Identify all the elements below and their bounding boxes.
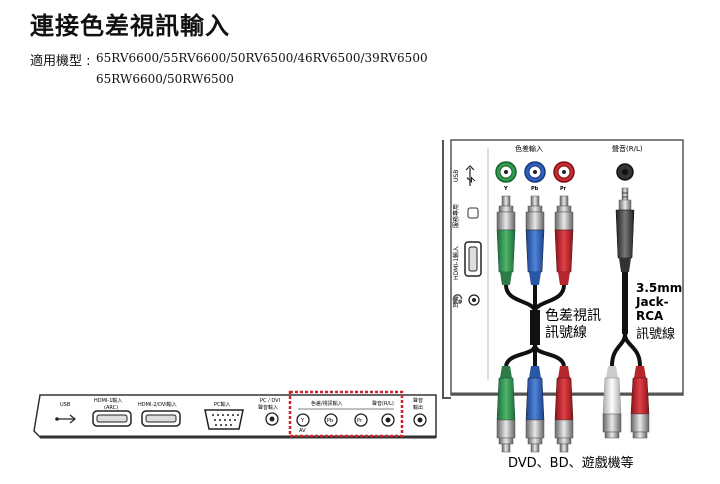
bottom-jack-pb — [324, 413, 338, 427]
component-input-label: 色差輸入 — [515, 144, 543, 153]
bottom-panel: USB HDMI-1輸入 (ARC) HDMI-2/DVI輸入 PC輸入 PC — [33, 390, 437, 439]
bottom-audio-label: 聲音(R/L) — [372, 400, 394, 407]
bottom-pb-letter: Pb — [327, 418, 333, 424]
component-cable-label-1: 色差視訊 — [545, 307, 601, 324]
bottom-hdmi2-label: HDMI-2/DVI輸入 — [138, 401, 177, 408]
side-hdmi-port — [464, 241, 482, 277]
bottom-hdmi1-port — [92, 410, 132, 427]
jack-pb-blue — [524, 161, 546, 183]
jack-y-green — [495, 161, 517, 183]
bottom-y-letter: Y — [300, 418, 305, 424]
component-cable-label-2: 訊號線 — [545, 325, 587, 341]
bottom-audio-out-label-2: 輸出 — [413, 404, 423, 411]
label-pr: Pr — [560, 186, 567, 192]
audio-input-label: 聲音(R/L) — [612, 144, 643, 153]
side-headphone-label: 耳機 — [452, 296, 460, 308]
bottom-hdmi1-arc-label: (ARC) — [104, 405, 118, 411]
label-y: Y — [503, 186, 508, 192]
bottom-pr-letter: Pr — [357, 418, 363, 424]
audio-35mm-jack — [616, 163, 634, 181]
bottom-pcdvi-audio-jack — [265, 412, 279, 426]
bottom-hdmi2-port — [141, 410, 181, 427]
bottom-pcdvi-audio-label: 聲音輸入 — [258, 404, 278, 411]
bottom-comp-av-label: 色差/視訊輸入 — [311, 400, 343, 407]
component-cable — [496, 195, 574, 453]
jack-pr-red — [553, 161, 575, 183]
page-title: 連接色差視訊輸入 — [30, 12, 230, 40]
usb-symbol-icon — [465, 165, 475, 186]
label-pb: Pb — [531, 186, 539, 192]
devices-label: DVD、BD、遊戲機等 — [508, 455, 634, 471]
side-hdmi1-label: HDMI-1輸入 — [452, 246, 460, 280]
bottom-pcdvi-label: PC / DVI — [260, 398, 280, 404]
headphone-icon: 🎧 — [452, 293, 463, 305]
service-port — [467, 207, 479, 219]
models-label: 適用機型 : — [30, 54, 91, 69]
highlight-component-input — [288, 390, 404, 438]
side-usb-label: USB — [453, 170, 460, 182]
audio-cable-label-3: RCA — [636, 309, 664, 323]
bottom-audio-out-label-1: 聲音 — [413, 397, 423, 404]
bottom-audio-jack — [381, 413, 395, 427]
models-line-1: 65RV6600/55RV6600/50RV6500/46RV6500/39RV… — [96, 51, 428, 65]
models-line-2: 65RW6600/50RW6500 — [96, 72, 234, 86]
bottom-av-label: AV — [299, 428, 306, 434]
bottom-vga-port — [204, 409, 244, 430]
audio-cable-label-2: Jack- — [635, 295, 669, 309]
bottom-usb-icon — [55, 414, 76, 424]
bottom-pc-label: PC輸入 — [214, 401, 231, 408]
bottom-usb-label: USB — [60, 402, 71, 408]
audio-cable — [602, 187, 650, 439]
bottom-jack-y — [296, 413, 310, 427]
audio-cable-label-1: 3.5mm — [636, 281, 682, 295]
bottom-jack-pr — [354, 413, 368, 427]
bottom-audio-out-jack — [413, 413, 427, 427]
side-service-label: 服務專用 — [452, 204, 460, 228]
audio-cable-label-4: 訊號線 — [636, 326, 675, 342]
bottom-hdmi1-label: HDMI-1輸入 — [94, 397, 122, 404]
